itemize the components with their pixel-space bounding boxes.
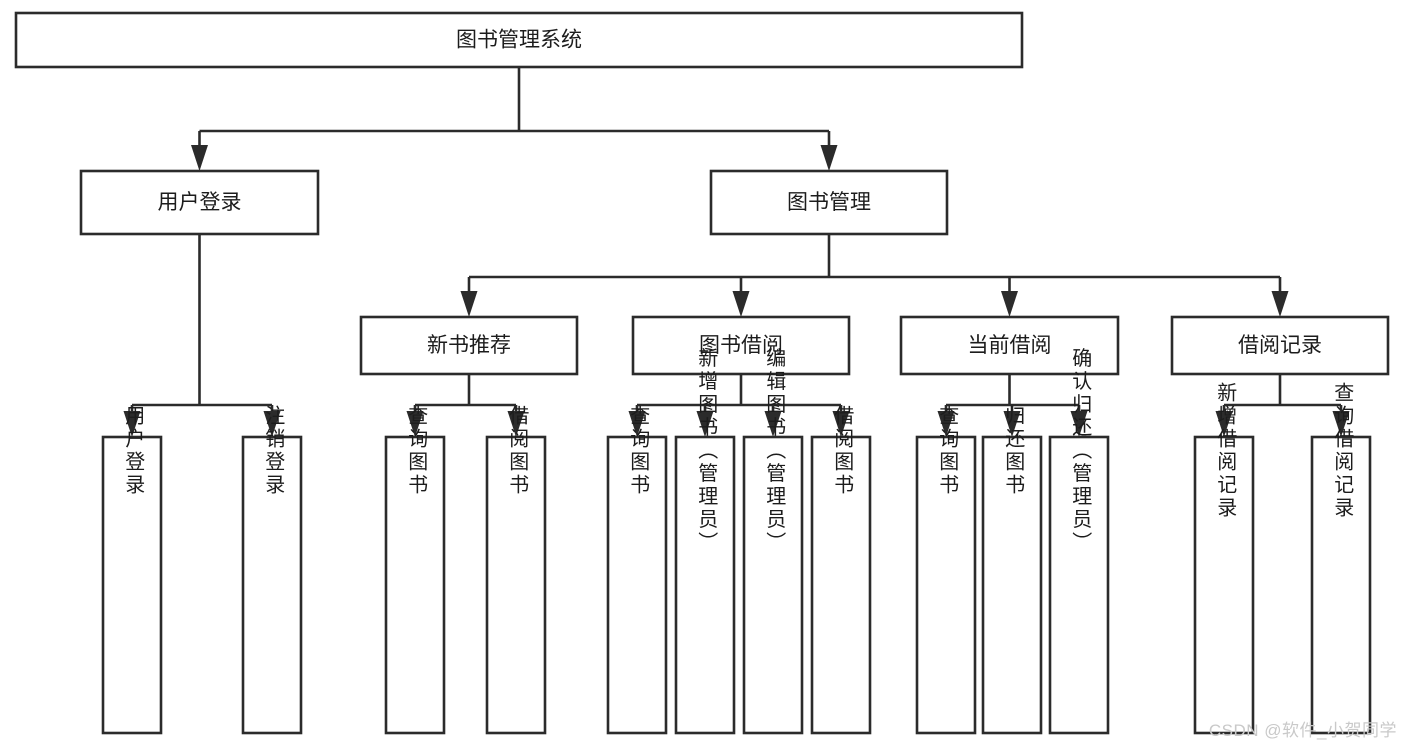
node-book-borrow-box[interactable] bbox=[631, 315, 851, 376]
node-current-borrow[interactable]: 当前借阅 bbox=[899, 315, 1120, 376]
node-leaf-confirm-return-admin-label: 确认归还（管理员） bbox=[1069, 347, 1092, 554]
node-borrow-record[interactable]: 借阅记录 bbox=[1170, 315, 1390, 376]
node-user-login[interactable]: 用户登录 bbox=[79, 169, 320, 236]
node-leaf-add-book-admin-box[interactable] bbox=[674, 435, 736, 735]
node-root-label: 图书管理系统 bbox=[456, 29, 582, 52]
book-borrow-to-leaves-branch-1-head bbox=[696, 411, 714, 437]
node-book-management-label: 图书管理 bbox=[787, 191, 871, 214]
node-leaf-add-book-admin[interactable]: 新增图书（管理员） bbox=[674, 347, 736, 735]
node-leaf-borrow-book-rec[interactable]: 借阅图书 bbox=[485, 405, 547, 735]
node-leaf-return-book-box[interactable] bbox=[981, 435, 1043, 735]
node-leaf-add-borrow-record-label: 新增借阅记录 bbox=[1214, 382, 1237, 520]
node-leaf-query-borrow-record-label: 查询借阅记录 bbox=[1331, 382, 1354, 520]
node-leaf-query-book-rec-label: 查询图书 bbox=[405, 405, 428, 497]
node-leaf-borrow-book-rec-label: 借阅图书 bbox=[506, 405, 529, 497]
borrow-record-to-leaves-branch-0-head bbox=[1215, 411, 1233, 437]
node-leaf-borrow-book-label: 借阅图书 bbox=[831, 405, 854, 497]
node-leaf-logout-login[interactable]: 注销登录 bbox=[241, 405, 303, 735]
node-leaf-confirm-return-admin[interactable]: 确认归还（管理员） bbox=[1048, 347, 1110, 735]
node-book-borrow[interactable]: 图书借阅 bbox=[631, 315, 851, 376]
node-leaf-borrow-book-box[interactable] bbox=[810, 435, 872, 735]
node-current-borrow-label: 当前借阅 bbox=[968, 334, 1052, 357]
node-new-book-recommend-label: 新书推荐 bbox=[427, 334, 511, 357]
node-book-borrow-label: 图书借阅 bbox=[699, 334, 783, 357]
node-leaf-edit-book-admin-label: 编辑图书（管理员） bbox=[763, 347, 786, 554]
node-leaf-logout-login-box[interactable] bbox=[241, 435, 303, 735]
node-leaf-query-book-rec[interactable]: 查询图书 bbox=[384, 405, 446, 735]
current-borrow-to-leaves-branch-0-head bbox=[937, 411, 955, 437]
book-borrow-to-leaves-branch-3-head bbox=[832, 411, 850, 437]
node-leaf-edit-book-admin-box[interactable] bbox=[742, 435, 804, 735]
node-user-login-box[interactable] bbox=[79, 169, 320, 236]
node-leaf-query-book-borrow[interactable]: 查询图书 bbox=[606, 405, 668, 735]
book-borrow-to-leaves-branch-2-head bbox=[764, 411, 782, 437]
node-leaf-query-book-borrow-label: 查询图书 bbox=[627, 405, 650, 497]
node-root[interactable]: 图书管理系统 bbox=[14, 11, 1024, 69]
node-leaf-user-login-box[interactable] bbox=[101, 435, 163, 735]
node-root-box[interactable] bbox=[14, 11, 1024, 69]
node-leaf-query-borrow-record[interactable]: 查询借阅记录 bbox=[1310, 382, 1372, 735]
node-leaf-query-book-borrow-box[interactable] bbox=[606, 435, 668, 735]
new-book-recommend-to-leaves-branch-0-head bbox=[406, 411, 424, 437]
bookmgmt-to-level2-branch-0-head bbox=[460, 291, 478, 317]
watermark-label: CSDN @软件_小贺同学 bbox=[1208, 721, 1397, 740]
node-current-borrow-box[interactable] bbox=[899, 315, 1120, 376]
book-borrow-to-leaves-branch-0-head bbox=[628, 411, 646, 437]
root-to-level1-branch-1-head bbox=[820, 145, 838, 171]
node-borrow-record-label: 借阅记录 bbox=[1238, 334, 1322, 357]
node-leaf-query-book-current-label: 查询图书 bbox=[936, 405, 959, 497]
bookmgmt-to-level2-branch-3-head bbox=[1271, 291, 1289, 317]
node-leaf-logout-login-label: 注销登录 bbox=[262, 405, 285, 497]
node-leaf-return-book[interactable]: 归还图书 bbox=[981, 405, 1043, 735]
node-leaf-user-login[interactable]: 用户登录 bbox=[101, 405, 163, 735]
node-leaf-confirm-return-admin-box[interactable] bbox=[1048, 435, 1110, 735]
node-book-management[interactable]: 图书管理 bbox=[709, 169, 949, 236]
node-leaf-borrow-book-rec-box[interactable] bbox=[485, 435, 547, 735]
borrow-record-to-leaves-branch-1-head bbox=[1332, 411, 1350, 437]
node-user-login-label: 用户登录 bbox=[158, 191, 242, 214]
node-leaf-query-book-current[interactable]: 查询图书 bbox=[915, 405, 977, 735]
new-book-recommend-to-leaves-branch-1-head bbox=[507, 411, 525, 437]
node-leaf-add-borrow-record-box[interactable] bbox=[1193, 435, 1255, 735]
node-leaf-return-book-label: 归还图书 bbox=[1002, 405, 1025, 497]
node-leaf-add-book-admin-label: 新增图书（管理员） bbox=[695, 347, 718, 554]
nodes-layer: 图书管理系统用户登录图书管理新书推荐图书借阅当前借阅借阅记录用户登录注销登录查询… bbox=[14, 11, 1390, 735]
node-leaf-borrow-book[interactable]: 借阅图书 bbox=[810, 405, 872, 735]
current-borrow-to-leaves-branch-2-head bbox=[1070, 411, 1088, 437]
user-login-to-leaves-branch-0-head bbox=[123, 411, 141, 437]
bookmgmt-to-level2-branch-1-head bbox=[732, 291, 750, 317]
node-new-book-recommend-box[interactable] bbox=[359, 315, 579, 376]
node-leaf-add-borrow-record[interactable]: 新增借阅记录 bbox=[1193, 382, 1255, 735]
node-book-management-box[interactable] bbox=[709, 169, 949, 236]
node-leaf-query-book-rec-box[interactable] bbox=[384, 435, 446, 735]
bookmgmt-to-level2-branch-2-head bbox=[1001, 291, 1018, 317]
user-login-to-leaves-branch-1-head bbox=[263, 411, 281, 437]
node-leaf-edit-book-admin[interactable]: 编辑图书（管理员） bbox=[742, 347, 804, 735]
node-leaf-user-login-label: 用户登录 bbox=[122, 405, 145, 497]
node-leaf-query-borrow-record-box[interactable] bbox=[1310, 435, 1372, 735]
node-leaf-query-book-current-box[interactable] bbox=[915, 435, 977, 735]
root-to-level1-branch-0-head bbox=[191, 145, 208, 171]
edges-layer bbox=[123, 67, 1350, 437]
node-borrow-record-box[interactable] bbox=[1170, 315, 1390, 376]
current-borrow-to-leaves-branch-1-head bbox=[1003, 411, 1021, 437]
node-new-book-recommend[interactable]: 新书推荐 bbox=[359, 315, 579, 376]
